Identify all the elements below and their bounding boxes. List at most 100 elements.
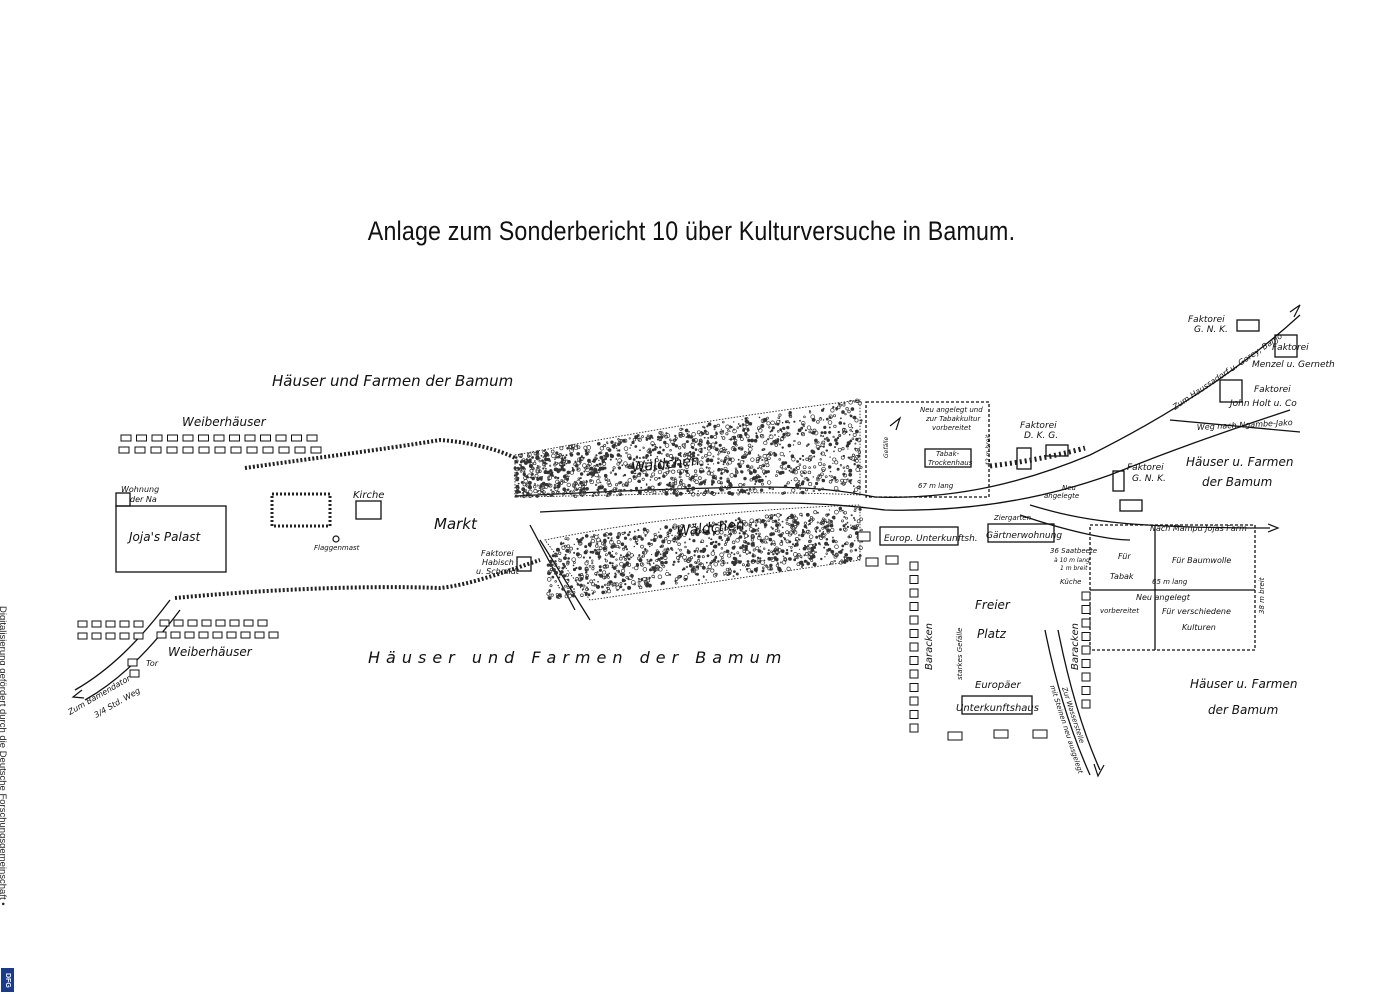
- tree-dot: [729, 427, 731, 429]
- tree-dot: [682, 554, 687, 560]
- tree-dot: [721, 525, 723, 527]
- tree-dot: [616, 449, 619, 452]
- label-starkes-gefaelle: starkes Gefälle: [956, 628, 964, 680]
- tree-dot: [633, 530, 636, 533]
- tree-dot: [754, 480, 758, 483]
- tree-dot: [673, 539, 675, 541]
- tree-dot: [554, 560, 557, 563]
- hut: [133, 620, 144, 628]
- tree-dot: [661, 539, 666, 544]
- gnk-mid-building-2: [1119, 499, 1143, 512]
- tree-dot: [655, 559, 659, 563]
- label-weiberhaeuser-bottom: Weiberhäuser: [168, 645, 253, 659]
- tree-dot: [757, 535, 761, 538]
- tree-dot: [690, 532, 695, 536]
- tree-dot: [788, 523, 792, 526]
- tree-dot: [615, 544, 620, 549]
- tree-dot: [769, 563, 773, 568]
- tree-dot: [785, 518, 789, 522]
- tree-dot: [673, 540, 676, 543]
- tree-dot: [779, 561, 782, 564]
- tree-dot: [573, 489, 576, 492]
- tree-dot: [803, 524, 807, 529]
- tree-dot: [565, 463, 568, 465]
- tree-dot: [674, 581, 678, 585]
- tree-dot: [695, 547, 699, 551]
- label-freier: Freier: [975, 598, 1011, 612]
- tree-dot: [688, 431, 690, 433]
- tree-dot: [599, 446, 605, 451]
- tree-dot: [635, 472, 637, 474]
- tree-dot: [553, 463, 557, 467]
- tree-dot: [586, 473, 590, 477]
- tree-dot: [515, 475, 518, 477]
- tree-dot: [788, 515, 792, 520]
- tree-dot: [647, 486, 652, 491]
- tree-dot: [812, 562, 817, 567]
- tree-dot: [704, 432, 707, 435]
- tree-dot: [641, 477, 645, 481]
- label-haeuser-bottom: Häuser und Farmen der Bamum: [368, 648, 787, 667]
- tree-dot: [832, 406, 835, 409]
- label-neu-small: Neu: [1062, 484, 1077, 492]
- barrack: [909, 656, 919, 665]
- hut: [240, 631, 251, 639]
- tree-dot: [664, 488, 669, 492]
- tree-dot: [602, 575, 606, 580]
- tree-dot: [515, 478, 519, 481]
- hut: [120, 434, 132, 442]
- tree-dot: [833, 554, 838, 559]
- hut: [127, 658, 138, 667]
- tree-dot: [644, 473, 649, 477]
- tree-dot: [524, 488, 527, 492]
- tree-dot: [713, 446, 717, 450]
- tree-dot: [724, 526, 729, 531]
- tree-dot: [783, 455, 786, 457]
- tree-dot: [723, 574, 725, 576]
- tree-dot: [569, 448, 574, 453]
- tree-dot: [606, 589, 612, 594]
- tree-dot: [782, 435, 786, 439]
- tree-dot: [775, 521, 780, 527]
- tree-dot: [830, 475, 833, 478]
- tree-dot: [558, 454, 563, 459]
- tree-dot: [662, 448, 665, 452]
- tree-dot: [708, 466, 711, 470]
- tree-dot: [528, 453, 530, 455]
- tree-dot: [844, 470, 846, 472]
- label-ziergarten: Ziergarten: [993, 514, 1031, 522]
- tree-dot: [629, 447, 631, 449]
- tree-dot: [671, 469, 676, 474]
- barrack: [909, 683, 919, 692]
- tree-dot: [639, 465, 643, 469]
- tree-dot: [832, 435, 835, 439]
- tree-dot: [818, 529, 822, 532]
- tree-dot: [546, 591, 551, 596]
- tree-dot: [696, 493, 700, 497]
- tree-dot: [656, 446, 658, 449]
- tree-dot: [678, 475, 682, 479]
- tree-dot: [836, 467, 840, 471]
- tree-dot: [782, 555, 785, 558]
- tree-dot: [759, 557, 762, 560]
- tree-dot: [771, 540, 776, 545]
- tree-dot: [850, 524, 852, 526]
- tree-dot: [763, 559, 766, 562]
- tree-dot: [813, 485, 817, 489]
- tree-dot: [814, 441, 818, 445]
- tree-dot: [575, 579, 578, 582]
- tree-dot: [849, 428, 852, 432]
- tree-dot: [823, 437, 827, 441]
- hut: [151, 434, 163, 442]
- tree-dot: [800, 470, 804, 474]
- tree-dot: [611, 562, 614, 565]
- tree-dot: [725, 432, 729, 436]
- tree-dot: [786, 566, 791, 571]
- tree-dot: [687, 572, 690, 575]
- tree-dot: [603, 547, 608, 552]
- tree-dot: [624, 558, 627, 561]
- tree-dot: [676, 556, 680, 560]
- tree-dot: [793, 525, 798, 529]
- tree-dot: [612, 466, 616, 470]
- tree-dot: [699, 549, 703, 553]
